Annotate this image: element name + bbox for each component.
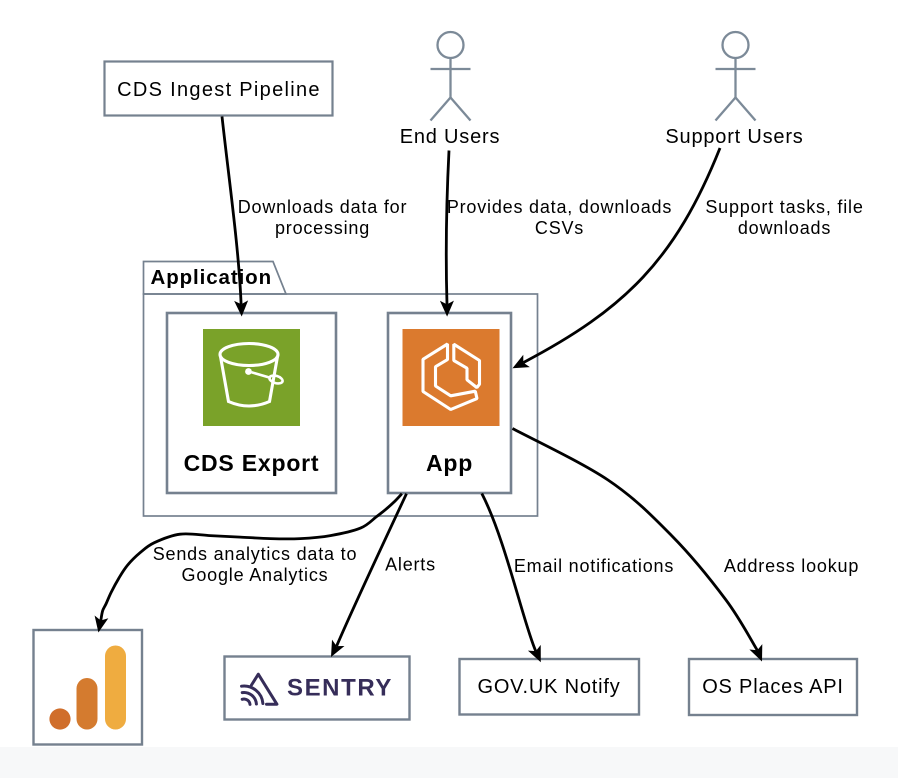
svg-text:downloads: downloads [738, 218, 831, 238]
svg-text:Email notifications: Email notifications [514, 556, 674, 576]
svg-text:App: App [426, 450, 473, 476]
svg-text:End Users: End Users [400, 126, 501, 148]
svg-text:Support tasks, file: Support tasks, file [705, 197, 863, 217]
svg-text:Application: Application [151, 266, 273, 289]
svg-text:SENTRY: SENTRY [287, 675, 393, 702]
svg-text:CDS Ingest Pipeline: CDS Ingest Pipeline [117, 79, 321, 101]
svg-text:CDS Export: CDS Export [184, 450, 320, 476]
svg-text:Support Users: Support Users [665, 126, 803, 148]
svg-text:Sends analytics data to: Sends analytics data to [153, 544, 358, 564]
svg-text:Google Analytics: Google Analytics [182, 565, 329, 585]
svg-text:Alerts: Alerts [385, 555, 436, 575]
svg-text:Address lookup: Address lookup [724, 556, 859, 576]
svg-text:GOV.UK Notify: GOV.UK Notify [477, 676, 620, 698]
svg-text:processing: processing [275, 218, 370, 238]
svg-text:Downloads data for: Downloads data for [238, 197, 408, 217]
svg-text:OS Places API: OS Places API [702, 676, 844, 698]
svg-text:Provides data, downloads: Provides data, downloads [447, 197, 672, 217]
svg-text:CSVs: CSVs [535, 218, 584, 238]
